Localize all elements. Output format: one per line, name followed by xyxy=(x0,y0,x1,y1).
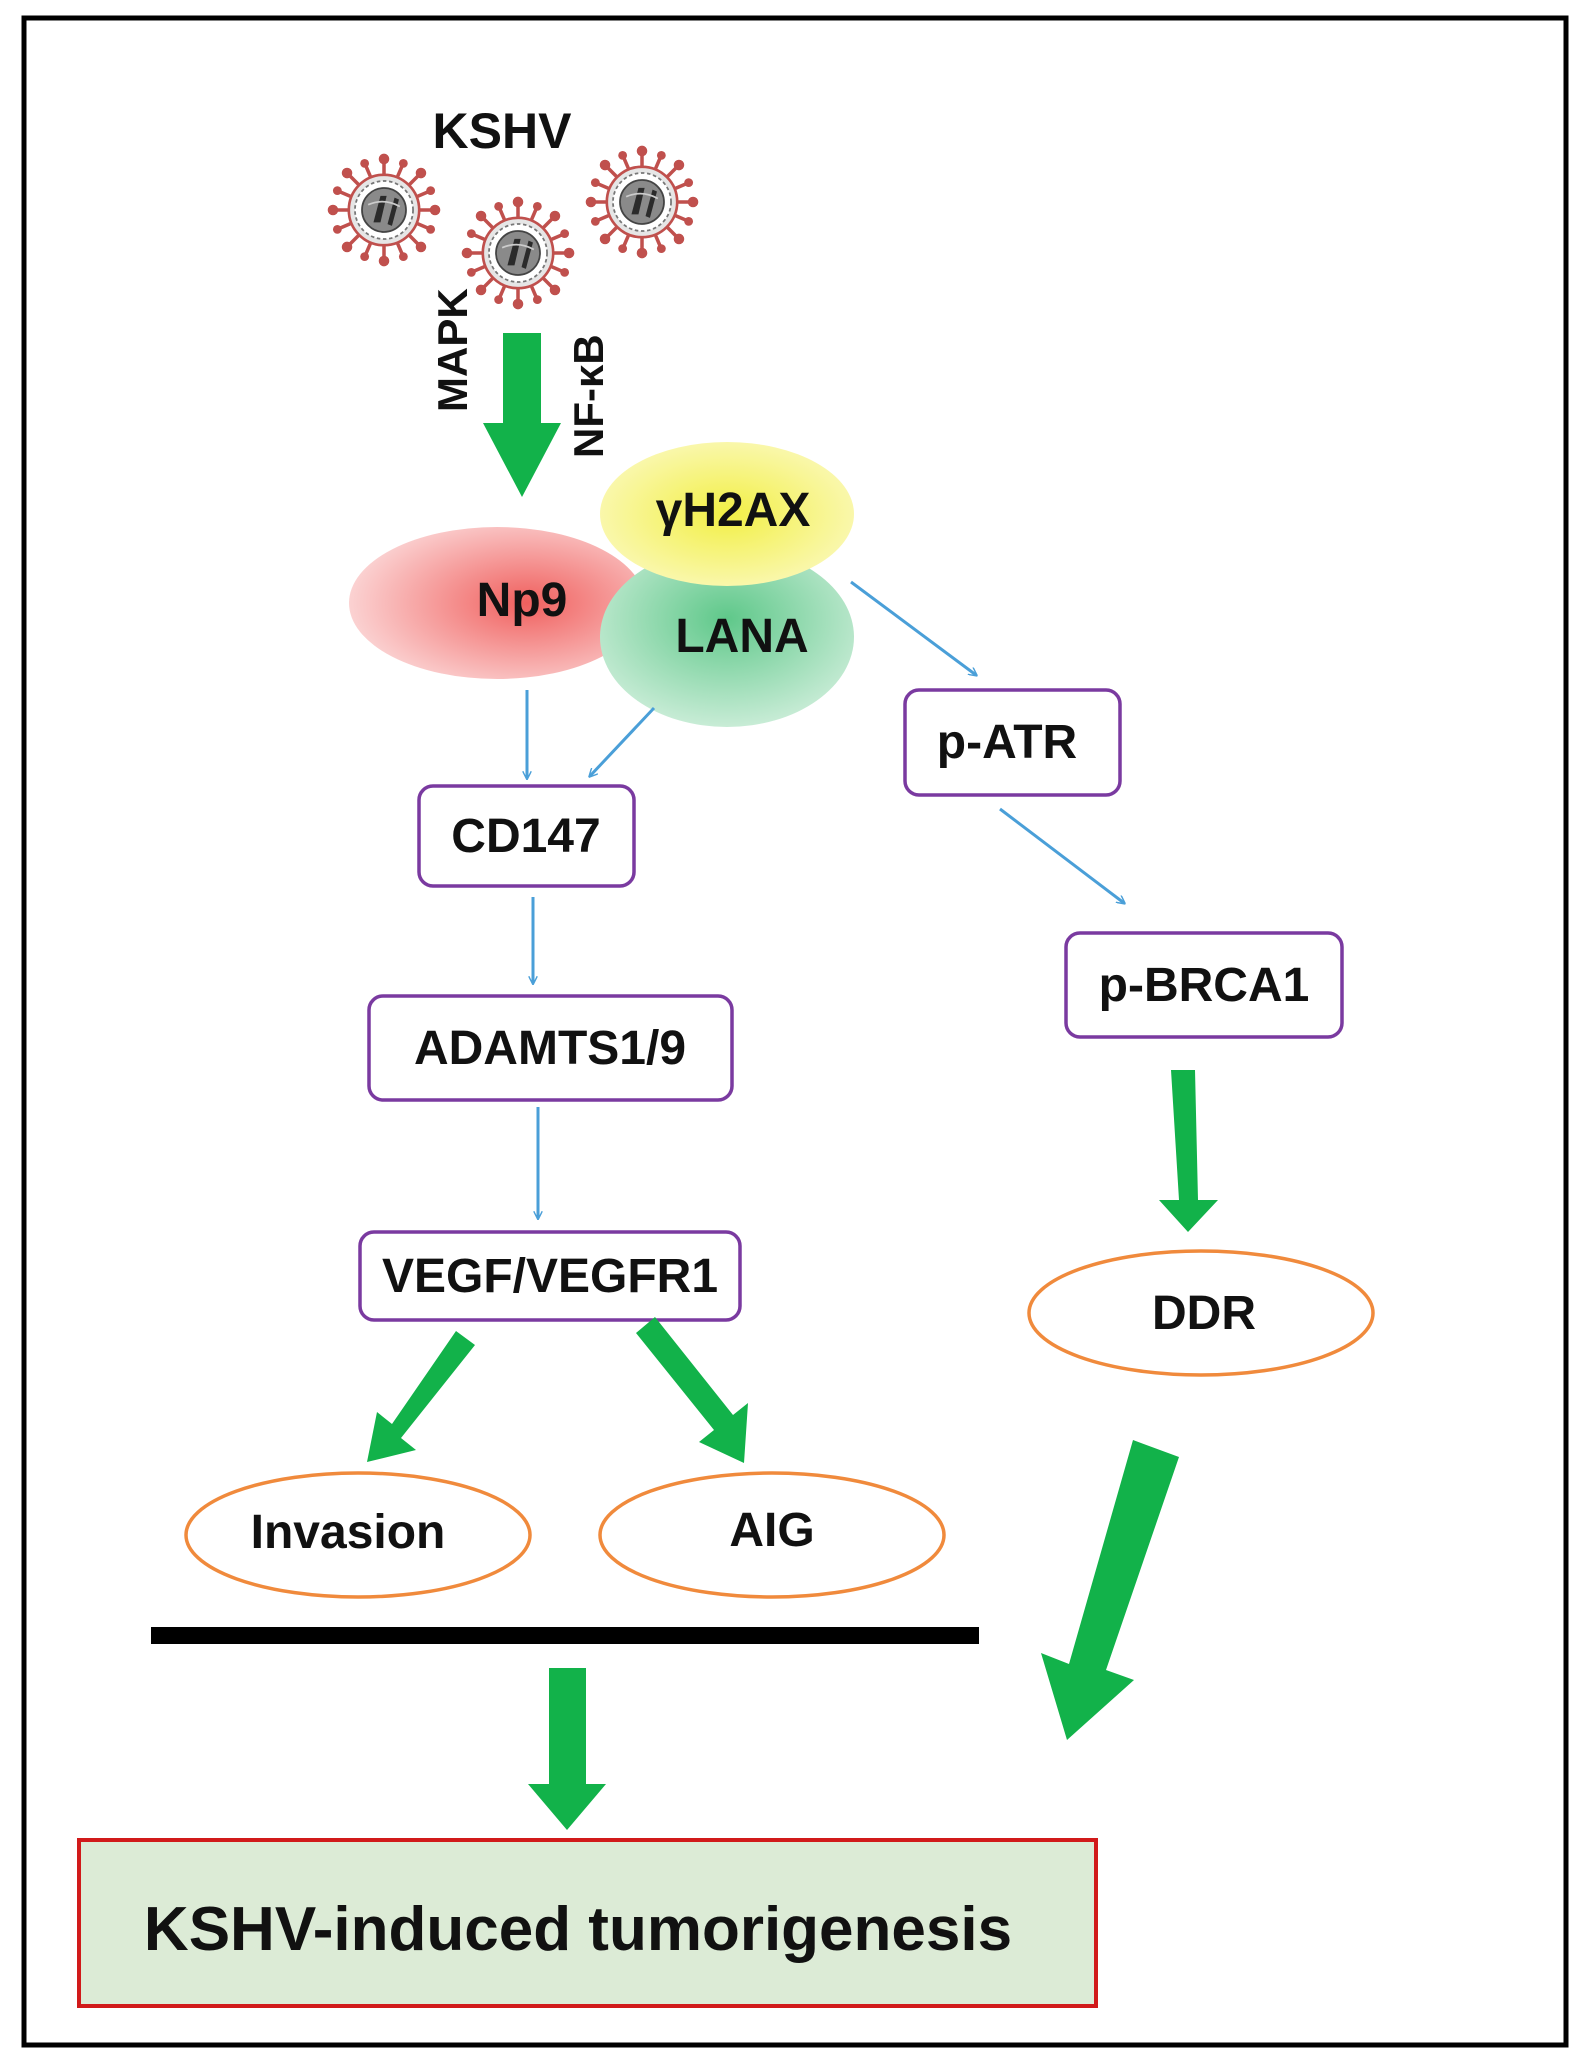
brca1-box xyxy=(1064,931,1344,1039)
figure-frame xyxy=(21,15,1569,2048)
nfkb-label: NF-κB xyxy=(565,334,612,458)
aig-label: AIG xyxy=(729,1504,814,1557)
invasion-label: Invasion xyxy=(251,1506,446,1559)
kshv-label: KSHV xyxy=(433,103,573,159)
atr-label: p-ATR xyxy=(937,716,1077,769)
ddr-ellipse xyxy=(1027,1249,1375,1377)
np9-label: Np9 xyxy=(477,574,568,627)
arrow-ddr-tumorigenesis xyxy=(1041,1440,1179,1740)
lana-ellipse xyxy=(600,547,854,727)
arrow-outcomes-tumorigenesis xyxy=(528,1668,606,1830)
arrow-lana-cd147 xyxy=(590,706,656,776)
virus-icon xyxy=(325,151,443,269)
brca1-label: p-BRCA1 xyxy=(1099,959,1310,1012)
invasion-ellipse xyxy=(184,1471,532,1599)
arrow-h2ax-atr xyxy=(850,580,976,675)
mapk-label: MAPK xyxy=(429,288,476,412)
atr-box xyxy=(903,688,1122,797)
aig-ellipse xyxy=(598,1471,946,1599)
mapk-nfkb-arrow xyxy=(483,333,561,497)
adamts-label: ADAMTS1/9 xyxy=(414,1022,686,1075)
adamts-box xyxy=(367,994,734,1102)
arrow-atr-brca1 xyxy=(999,807,1124,903)
np9-ellipse xyxy=(349,527,645,679)
arrow-vegf-invasion xyxy=(367,1331,475,1462)
cd147-box xyxy=(417,784,636,888)
virus-icon xyxy=(459,194,577,312)
summary-bar xyxy=(151,1627,979,1644)
result-label: KSHV-induced tumorigenesis xyxy=(144,1895,1012,1964)
h2ax-label: γH2AX xyxy=(656,484,811,537)
lana-label: LANA xyxy=(675,610,808,663)
h2ax-ellipse xyxy=(600,442,854,586)
result-box xyxy=(77,1838,1098,2008)
arrow-brca1-ddr xyxy=(1159,1070,1218,1232)
virus-icon xyxy=(583,143,701,261)
cd147-label: CD147 xyxy=(451,810,600,863)
vegf-label: VEGF/VEGFR1 xyxy=(382,1250,718,1303)
vegf-box xyxy=(358,1230,742,1322)
arrow-vegf-aig xyxy=(636,1317,748,1463)
ddr-label: DDR xyxy=(1152,1287,1256,1340)
